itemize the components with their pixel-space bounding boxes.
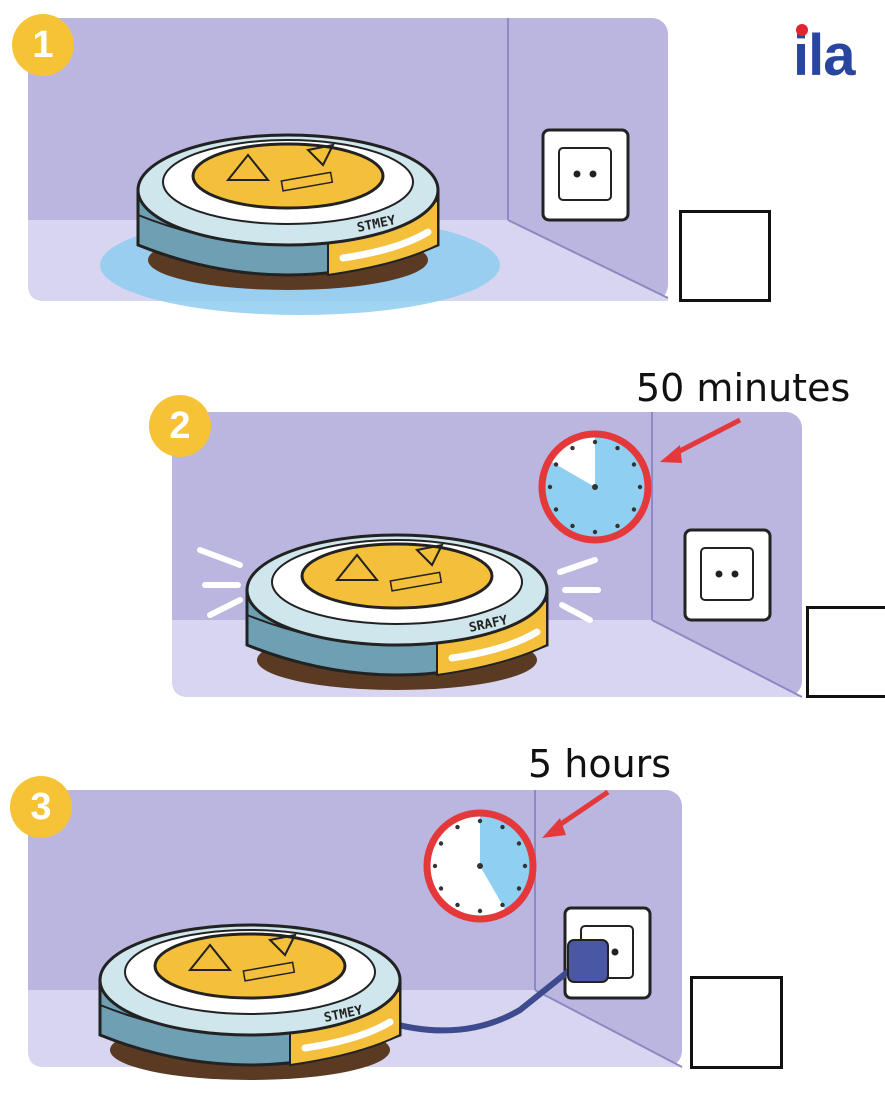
step-badge-2: 2 xyxy=(149,395,211,457)
clock-tick xyxy=(438,886,444,891)
wall-outlet xyxy=(541,128,630,222)
clock-50-minutes xyxy=(538,430,652,544)
clock-tick xyxy=(438,841,444,846)
wall-outlet xyxy=(683,528,772,622)
clock-tick xyxy=(570,445,575,451)
clock-5-hours xyxy=(423,809,537,923)
clock-tick xyxy=(516,886,522,891)
caption-50-minutes: 50 minutes xyxy=(636,366,851,410)
clock-tick xyxy=(455,824,460,830)
arrow-head-icon xyxy=(660,445,682,463)
arrow-icon xyxy=(553,789,610,831)
clock-tick xyxy=(547,484,553,490)
step-badge-3: 3 xyxy=(10,776,72,838)
robot-vacuum xyxy=(100,925,400,1080)
answer-checkbox-3[interactable] xyxy=(690,976,783,1069)
panel-2 xyxy=(172,412,803,698)
clock-tick xyxy=(432,863,438,869)
clock-tick xyxy=(516,841,522,846)
clock-tick xyxy=(500,902,505,908)
clock-tick xyxy=(570,523,575,529)
clock-tick xyxy=(455,902,460,908)
panel-1 xyxy=(28,18,669,315)
clock-tick xyxy=(592,529,598,535)
power-plug xyxy=(567,939,609,983)
clock-tick xyxy=(477,908,483,914)
arrow-icon xyxy=(670,417,742,458)
clock-tick xyxy=(522,863,528,869)
clock-tick xyxy=(631,507,637,512)
robot-vacuum xyxy=(247,535,547,690)
panel-3 xyxy=(28,789,683,1080)
clock-tick xyxy=(637,484,643,490)
clock-tick xyxy=(631,462,637,467)
power-cord xyxy=(379,967,572,1034)
clock-center xyxy=(477,863,483,869)
answer-checkbox-1[interactable] xyxy=(679,210,771,302)
clock-center xyxy=(592,484,598,490)
clock-tick xyxy=(553,462,559,467)
arrow-head-icon xyxy=(542,818,566,838)
clock-tick xyxy=(500,824,505,830)
clock-tick xyxy=(615,445,620,451)
clock-ring xyxy=(538,430,652,544)
clock-tick xyxy=(592,439,598,445)
step-badge-1: 1 xyxy=(12,14,74,76)
clock-tick xyxy=(553,507,559,512)
caption-5-hours: 5 hours xyxy=(528,742,672,786)
clock-tick xyxy=(477,818,483,824)
clock-ring xyxy=(423,809,537,923)
clock-tick xyxy=(615,523,620,529)
vibration-lines xyxy=(197,547,601,623)
answer-checkbox-2[interactable] xyxy=(806,606,885,698)
logo-dot xyxy=(796,24,808,36)
